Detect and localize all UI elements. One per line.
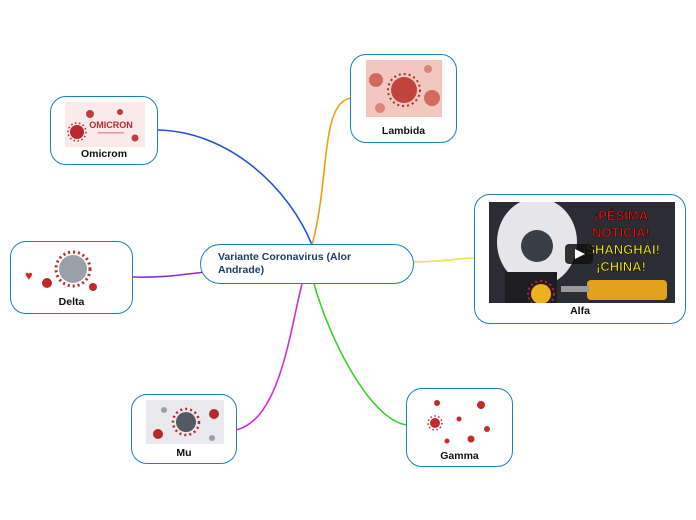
node-alfa[interactable]: ¡PÉSIMA NOTICIA! ¡SHANGHÁI! ¡CHINA! Alfa	[474, 194, 686, 324]
heart-icon: ♥	[25, 268, 33, 283]
alfa-headline-3: ¡SHANGHÁI!	[582, 242, 660, 257]
virus-icon	[54, 250, 92, 288]
alfa-headline-1: ¡PÉSIMA	[594, 208, 649, 223]
branch-mu	[235, 283, 303, 431]
omicron-image-text: OMICRON	[89, 120, 133, 130]
alfa-headline-4: ¡CHINA!	[596, 259, 646, 274]
branch-gamma	[313, 283, 408, 426]
node-omicrom[interactable]: OMICRON Omicrom	[50, 96, 158, 165]
node-alfa-label: Alfa	[570, 305, 590, 317]
node-lambida[interactable]: Lambida	[350, 54, 457, 143]
delta-image	[31, 247, 101, 295]
node-lambida-label: Lambida	[381, 125, 426, 137]
alfa-headline-2: NOTICIA!	[592, 225, 650, 240]
branch-delta	[132, 271, 206, 278]
omicron-image: OMICRON	[65, 102, 145, 147]
virus-icon	[427, 415, 443, 431]
node-gamma[interactable]: Gamma	[406, 388, 513, 467]
branch-omicrom	[154, 129, 313, 246]
node-delta[interactable]: ♥ Delta	[10, 241, 133, 314]
virus-icon	[171, 407, 201, 437]
virus-icon	[527, 280, 555, 303]
branch-alfa	[411, 257, 476, 263]
central-topic[interactable]: Variante Coronavirus (Alor Andrade)	[200, 244, 414, 284]
central-topic-title: Variante Coronavirus (Alor Andrade)	[218, 251, 352, 276]
node-mu[interactable]: Mu	[131, 394, 237, 464]
node-gamma-label: Gamma	[440, 450, 479, 462]
gamma-image	[423, 393, 499, 449]
lambida-image	[366, 60, 442, 117]
play-icon[interactable]	[565, 244, 593, 264]
mu-image	[146, 400, 224, 444]
virus-icon	[387, 73, 421, 107]
alfa-video-thumbnail[interactable]: ¡PÉSIMA NOTICIA! ¡SHANGHÁI! ¡CHINA!	[489, 202, 675, 303]
node-omicrom-label: Omicrom	[80, 148, 128, 160]
node-mu-label: Mu	[176, 447, 192, 459]
branch-lambida	[311, 97, 353, 246]
node-delta-label: Delta	[58, 296, 85, 308]
virus-icon	[67, 122, 87, 142]
